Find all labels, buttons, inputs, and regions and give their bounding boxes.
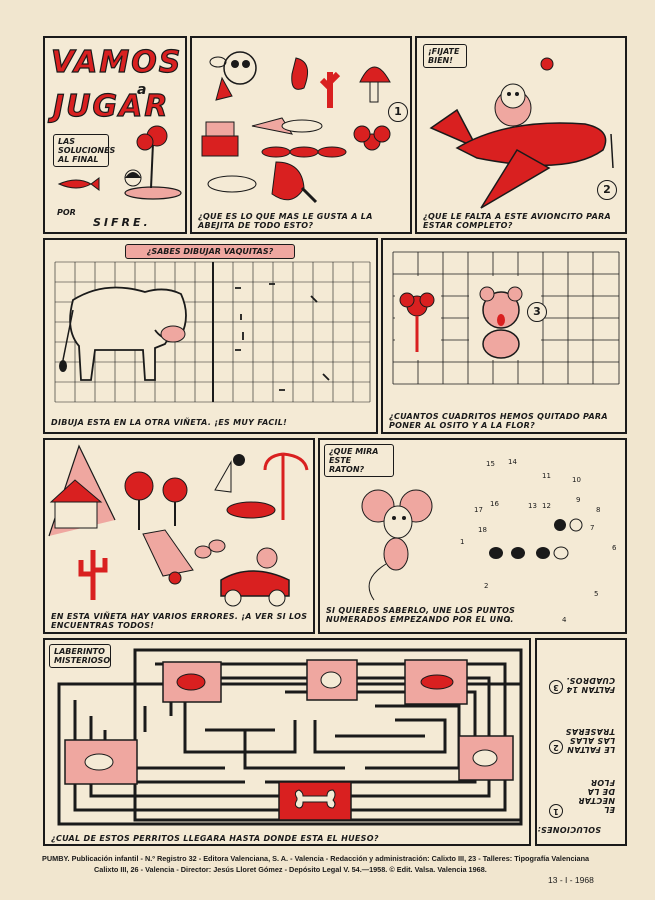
footer-line-2: Calixto III, 26 - Valencia - Director: J… [94,865,487,874]
number-1: 1 [388,102,408,122]
solutions-note: LAS SOLUCIONES AL FINAL [53,134,115,167]
question-squares: ¿CUANTOS CUADRITOS HEMOS QUITADO PARA PO… [389,412,608,430]
title-jugar: JUGAR [52,89,170,124]
dot-15: 15 [486,460,495,468]
bubble-vaquitas: ¿SABES DIBUJAR VAQUITAS? [125,244,295,259]
number-3: 3 [527,302,547,322]
caption-cows: DIBUJA ESTA EN LA OTRA VIÑETA. ¡ES MUY F… [51,418,288,427]
bee-foods-illustration [201,51,391,204]
label-laberinto: LABERINTO MISTERIOSO [49,644,111,668]
panel-mouse: ¿QUE MIRA ESTE RATON? 1 2 3 4 5 6 7 8 9 … [318,438,627,634]
solutions-upside-down: SOLUCIONES: 1 EL NECTAR DE LA FLOR 2 LE … [537,640,625,844]
dot-11: 11 [542,472,551,480]
dot-17: 17 [474,506,483,514]
dot-7: 7 [590,524,595,532]
solution-text-1: EL NECTAR DE LA FLOR [577,778,615,814]
panel-maze: LABERINTO MISTERIOSO [43,638,531,846]
errors-scene-illustration [48,444,309,607]
dot-5: 5 [594,590,599,598]
title-vamos: VAMOS [50,45,183,80]
issue-date: 13 - I - 1968 [548,875,594,885]
dot-6: 6 [612,544,617,552]
caption-mouse: SI QUIERES SABERLO, UNE LOS PUNTOS NUMER… [326,606,516,624]
dot-10: 10 [572,476,581,484]
solution-text-2: LE FALTAN LAS ALAS TRASERAS [565,727,615,754]
plane-illustration [429,57,614,209]
title-a: a [137,82,147,98]
dot-14: 14 [508,458,517,466]
solution-num-2: 2 [549,740,563,754]
question-plane: ¿QUE LE FALTA A ESTE AVIONCITO PARA ESTA… [423,212,612,230]
mouse-dots-illustration [361,489,583,601]
dot-8: 8 [596,506,601,514]
question-maze: ¿CUAL DE ESTOS PERRITOS LLEGARA HASTA DO… [51,834,379,843]
solution-num-3: 3 [549,680,563,694]
dot-3: 3 [506,616,511,624]
solution-text-3: FALTAN 14 CUADROS. [565,676,615,694]
panel-bee: 1 ¿QUE ES LO QUE MAS LE GUSTA A LA ABEJI… [190,36,412,234]
footer-line-1: PUMBY. Publicación infantil - N.º Regist… [42,854,590,863]
maze-illustration [57,648,523,826]
dot-12: 12 [542,502,551,510]
panel-bear-grid: 3 ¿CUANTOS CUADRITOS HEMOS QUITADO PARA … [381,238,627,434]
panel-title: VAMOS a JUGAR LAS SOLUCIONES AL FINAL PO… [43,36,187,234]
dot-1: 1 [460,538,465,546]
dot-4: 4 [562,616,567,624]
dot-9: 9 [576,496,581,504]
caption-errors: EN ESTA VIÑETA HAY VARIOS ERRORES. ¡A VE… [51,612,308,630]
dot-16: 16 [490,500,499,508]
panel-plane: ¡FIJATE BIEN! 2 ¿QUE LE FALTA A ESTE AVI… [415,36,627,234]
island-illustration [57,125,182,200]
author: SIFRE. [93,216,151,229]
dot-18: 18 [478,526,487,534]
panel-solutions: SOLUCIONES: 1 EL NECTAR DE LA FLOR 2 LE … [535,638,627,846]
panel-cows: ¿SABES DIBUJAR VAQUITAS? DIBUJA ESTA EN … [43,238,378,434]
solutions-heading: SOLUCIONES: [537,825,601,834]
bubble-fijate: ¡FIJATE BIEN! [423,44,467,68]
bear-flower-grid [392,251,620,385]
number-2: 2 [597,180,617,200]
cow-grid-illustration [54,261,371,403]
footer-imprint: PUMBY. Publicación infantil - N.º Regist… [42,853,632,875]
question-bee: ¿QUE ES LO QUE MAS LE GUSTA A LA ABEJITA… [198,212,373,230]
dot-2: 2 [484,582,489,590]
byline: POR [57,208,76,217]
dot-13: 13 [528,502,537,510]
panel-errors: EN ESTA VIÑETA HAY VARIOS ERRORES. ¡A VE… [43,438,315,634]
bubble-raton: ¿QUE MIRA ESTE RATON? [324,444,394,477]
solution-num-1: 1 [549,804,563,818]
